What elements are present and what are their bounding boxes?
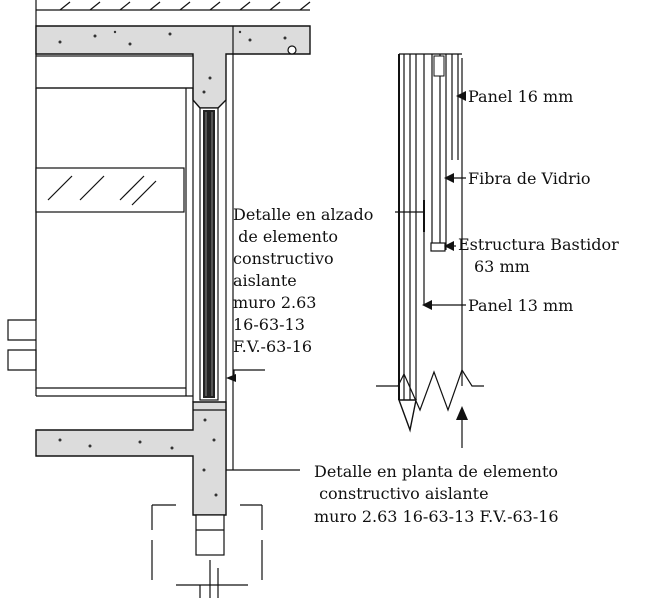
panel-16-label: Panel 16 mm	[468, 87, 573, 106]
fibra-de-vidrio-label: Fibra de Vidrio	[468, 169, 591, 188]
window-hatch	[47, 175, 157, 206]
elevation-label-line-6: 16-63-13	[233, 315, 305, 334]
elevation-drawing	[7, 0, 311, 598]
bottom-slab-aggregate	[58, 418, 218, 497]
elevation-detail-label: Detalle en alzado de elemento constructi…	[233, 205, 373, 356]
elevation-label-line-7: F.V.-63-16	[233, 337, 312, 356]
wall-notch	[7, 319, 37, 371]
estructura-bastidor-label: Estructura Bastidor	[458, 235, 619, 254]
elevation-arrowhead	[226, 374, 236, 382]
section-leaders	[395, 91, 468, 448]
foundation-dashes	[151, 504, 263, 598]
plan-label-line-1: Detalle en planta de elemento	[314, 462, 558, 481]
bottom-slab	[35, 401, 227, 516]
elevation-leader	[233, 369, 265, 380]
insulated-wall-element	[199, 107, 219, 401]
estructura-bastidor-size: 63 mm	[474, 257, 530, 276]
break-line	[376, 368, 484, 412]
panel-13-label: Panel 13 mm	[468, 296, 573, 315]
ceiling-band	[35, 55, 194, 89]
plan-label-line-2: constructivo aislante	[314, 484, 489, 503]
slab-aggregate	[58, 30, 287, 94]
elevation-label-line-1: Detalle en alzado	[233, 205, 373, 224]
column-stub	[195, 514, 225, 556]
section-labels: Panel 16 mm Fibra de Vidrio Estructura B…	[458, 87, 619, 315]
window	[35, 167, 185, 213]
rebar-circle	[287, 45, 297, 55]
top-hatch	[59, 1, 311, 11]
plan-detail-label: Detalle en planta de elemento constructi…	[314, 462, 559, 526]
elevation-label-line-2: de elemento	[233, 227, 338, 246]
section-tip	[397, 399, 417, 433]
elevation-label-line-3: constructivo	[233, 249, 334, 268]
plan-label-line-3: muro 2.63 16-63-13 F.V.-63-16	[314, 507, 559, 526]
elevation-label-line-4: aislante	[233, 271, 297, 290]
elevation-label-line-5: muro 2.63	[233, 293, 316, 312]
wall-section-detail	[376, 53, 484, 448]
